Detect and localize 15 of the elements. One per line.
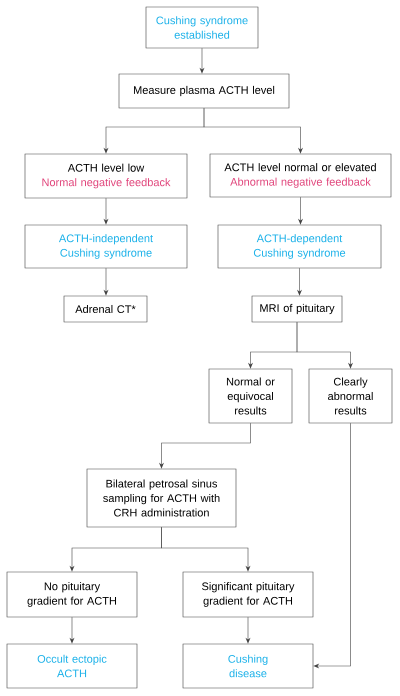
process-box: No pituitary gradient for ACTH [6,572,138,618]
process-box: Cushing syndrome established [146,6,258,48]
process-box: Cushing disease [182,644,314,688]
process-box: ACTH-dependent Cushing syndrome [218,224,382,268]
process-box: Normal or equivocal results [208,368,292,424]
process-box: Bilateral petrosal sinus sampling for ACTH with CRH administration [86,468,236,528]
process-box: Significant pituitary gradient for ACTH [182,572,314,618]
process-box: Occult ectopic ACTH [6,644,138,688]
process-box: ACTH-independent Cushing syndrome [24,224,188,268]
process-box: Adrenal CT* [64,296,148,322]
process-box: ACTH level normal or elevated Abnormal negative feedback [210,154,392,198]
process-box: Clearly abnormal results [308,368,392,424]
process-box: MRI of pituitary [252,296,342,322]
process-box: ACTH level low Normal negative feedback [24,154,188,198]
process-box: Measure plasma ACTH level [118,74,290,108]
